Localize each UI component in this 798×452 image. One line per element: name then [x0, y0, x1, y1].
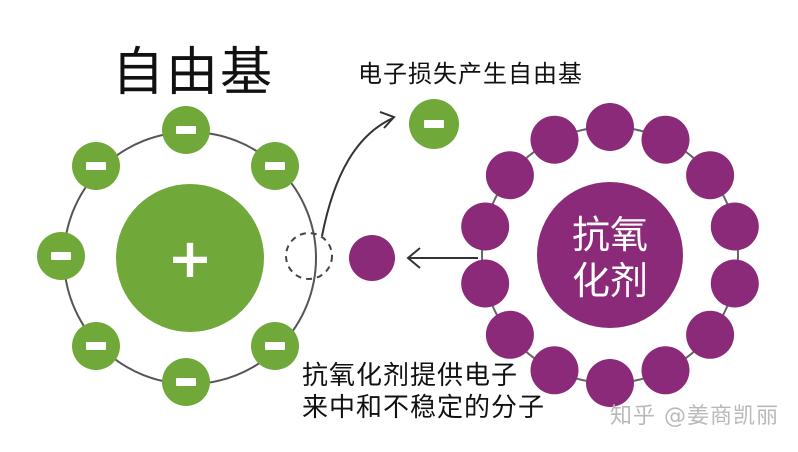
electron-minus-sign	[265, 162, 285, 170]
electron-group	[37, 106, 299, 406]
watermark: 知乎 @姜商凯丽	[610, 404, 779, 429]
electron-loss-caption: 电子损失产生自由基	[358, 60, 583, 88]
antioxidant-caption-line1: 抗氧化剂提供电子	[302, 361, 519, 391]
electron-minus-sign	[86, 342, 106, 350]
nucleus-plus-sign: +	[167, 227, 212, 290]
antioxidant-electron	[530, 115, 579, 164]
free-radical-nucleus	[116, 184, 264, 332]
antioxidant-electron	[461, 202, 510, 251]
electron-minus-sign	[51, 252, 71, 260]
antioxidant-core	[537, 182, 683, 328]
antioxidant-electron	[686, 151, 735, 200]
electron-minus-sign	[176, 378, 196, 386]
antioxidant-label-line1: 抗氧	[572, 213, 648, 257]
diagram-title: 自由基	[112, 43, 275, 103]
free-radical-atom: +	[37, 106, 333, 406]
antioxidant-electron	[485, 310, 534, 359]
antioxidant-electron	[461, 259, 510, 308]
antioxidant-electron	[485, 151, 534, 200]
electron-minus-sign	[176, 126, 196, 134]
antioxidant-electron	[686, 310, 735, 359]
electron-loss-arrowhead	[379, 111, 396, 129]
missing-electron-slot	[285, 232, 333, 280]
electron-minus-sign	[265, 342, 285, 350]
antioxidant-electron-ring	[461, 103, 759, 407]
antioxidant-electron	[710, 202, 759, 251]
antioxidant-electron	[586, 359, 634, 407]
electron-donation-arrowhead	[406, 247, 421, 269]
antioxidant-caption-line2: 来中和不稳定的分子	[302, 393, 546, 423]
antioxidant-caption: 抗氧化剂提供电子 来中和不稳定的分子	[302, 360, 545, 424]
electron-loss-arrow	[321, 117, 394, 237]
antioxidant-electron	[641, 115, 690, 164]
antioxidant-electron	[586, 103, 634, 151]
antioxidant-label-line2: 化剂	[572, 259, 648, 303]
antioxidant-molecule: 抗氧 化剂	[461, 103, 759, 407]
lost-electron-minus-sign	[424, 120, 444, 128]
antioxidant-electron	[641, 346, 690, 395]
antioxidant-electron	[710, 259, 759, 308]
electron-minus-sign	[86, 162, 106, 170]
donated-electron	[349, 235, 395, 281]
antioxidant-electron	[530, 346, 579, 395]
